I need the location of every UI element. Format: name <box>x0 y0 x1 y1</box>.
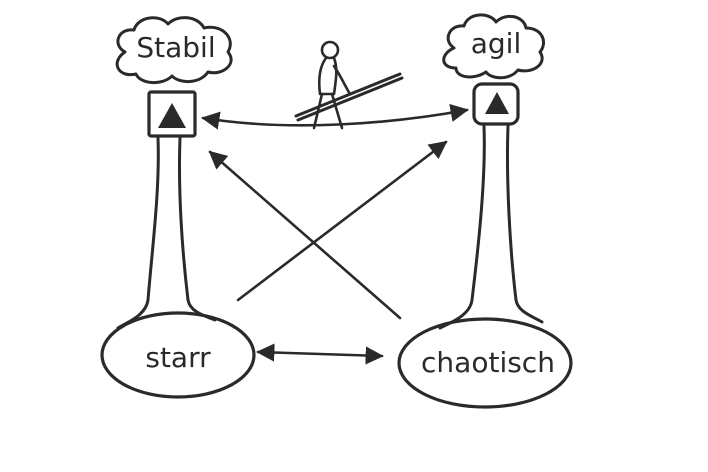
label-starr: starr <box>145 341 211 374</box>
label-chaotisch: chaotisch <box>421 346 555 379</box>
chaotisch-platform <box>397 317 573 409</box>
starr-platform <box>100 311 256 399</box>
arrow-stabil-agil <box>201 103 469 130</box>
left-box-icon <box>147 90 197 138</box>
stabil-cloud <box>115 16 233 84</box>
arrow-chaotisch-stabil <box>208 150 402 320</box>
right-tower <box>397 13 573 409</box>
label-stabil: Stabil <box>136 31 215 64</box>
left-triangle-icon <box>158 103 186 128</box>
arrow-starr-agil <box>236 140 448 302</box>
agil-cloud <box>442 13 545 80</box>
arrow-starr-chaotisch <box>256 343 384 365</box>
label-agil: agil <box>471 27 522 60</box>
tightrope-walker-icon <box>294 40 404 130</box>
right-box-icon <box>472 82 520 126</box>
right-triangle-icon <box>485 92 509 114</box>
left-tower <box>100 16 256 399</box>
